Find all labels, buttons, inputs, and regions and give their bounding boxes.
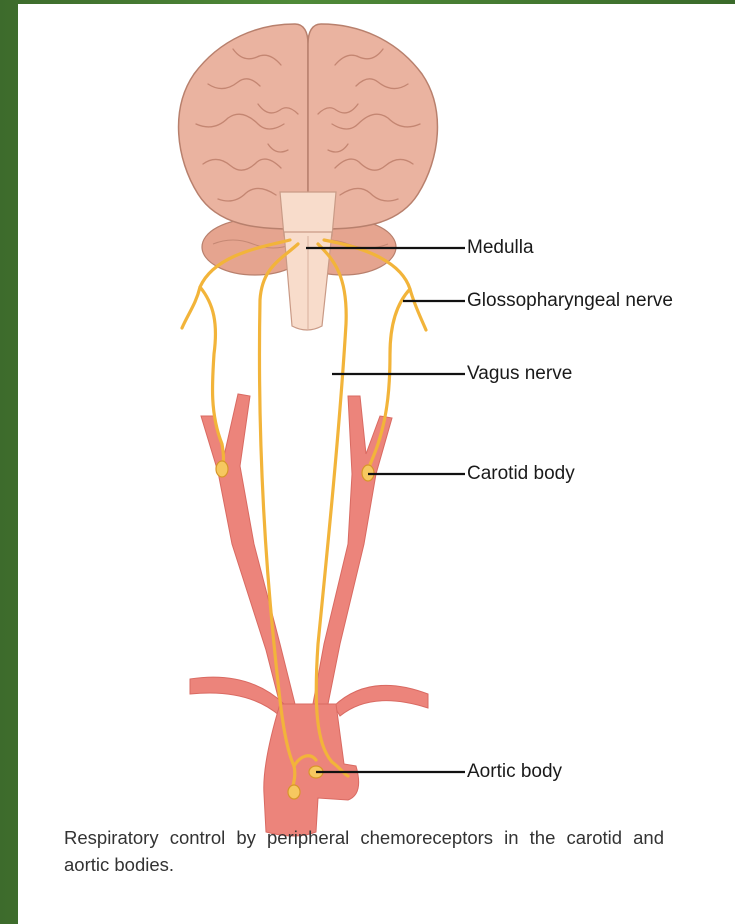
aortic-body-label: Aortic body — [467, 761, 562, 783]
vagus-nerve-label: Vagus nerve — [467, 363, 572, 385]
medulla-label: Medulla — [467, 237, 534, 259]
figure-caption: Respiratory control by peripheral chemor… — [64, 824, 664, 878]
carotid-body-label: Carotid body — [467, 463, 575, 485]
chemoreceptor-diagram — [18, 4, 735, 924]
carotid-body-left — [216, 461, 228, 477]
brainstem — [280, 192, 336, 330]
glossopharyngeal-nerve-label: Glossopharyngeal nerve — [467, 290, 673, 312]
figure-panel: Medulla Glossopharyngeal nerve Vagus ner… — [18, 4, 735, 924]
